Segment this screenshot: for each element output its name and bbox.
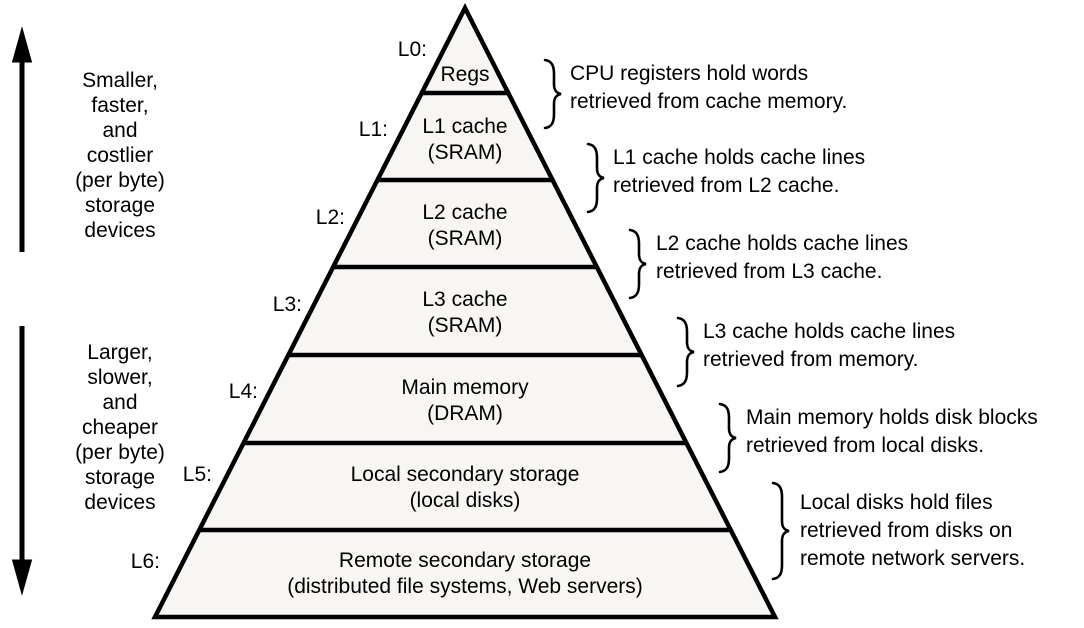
level-label-l0: L0: <box>397 38 427 61</box>
level-name-l3: L3 cache (SRAM) <box>422 288 508 337</box>
annotation-l1: L1 cache holds cache lines retrieved fro… <box>613 146 866 197</box>
annotation-l4: Main memory holds disk blocks retrieved … <box>746 406 1038 457</box>
level-label-l6: L6: <box>130 550 160 573</box>
annotation-l0: CPU registers hold words retrieved from … <box>570 62 848 113</box>
annotation-l5: Local disks hold files retrieved from di… <box>800 491 1026 570</box>
level-name-l4: Main memory (DRAM) <box>401 376 529 425</box>
pyramid-outline <box>151 3 779 620</box>
level-label-l2: L2: <box>315 206 345 229</box>
legend-larger-slower: Larger, slower, and cheaper (per byte) s… <box>75 341 165 514</box>
annotation-l3: L3 cache holds cache lines retrieved fro… <box>703 320 956 371</box>
annotation-l2: L2 cache holds cache lines retrieved fro… <box>656 232 909 283</box>
brace-icon-5 <box>771 481 790 581</box>
legend-smaller-faster: Smaller, faster, and costlier (per byte)… <box>75 69 165 242</box>
level-label-l1: L1: <box>358 118 388 141</box>
level-label-l5: L5: <box>182 463 212 486</box>
annotation-braces <box>543 58 790 581</box>
up-arrow-icon <box>11 26 33 252</box>
brace-icon-1 <box>586 142 605 214</box>
level-name-l0: Regs <box>440 63 490 86</box>
pyramid-level-dividers <box>198 90 732 533</box>
brace-icon-3 <box>676 316 695 388</box>
level-label-l3: L3: <box>272 293 302 316</box>
level-label-l4: L4: <box>228 380 258 403</box>
level-name-l6: Remote secondary storage (distributed fi… <box>287 549 643 598</box>
brace-icon-4 <box>718 402 737 474</box>
level-name-l5: Local secondary storage (local disks) <box>350 463 580 512</box>
down-arrow-icon <box>11 326 33 596</box>
brace-icon-0 <box>543 58 562 130</box>
brace-icon-2 <box>628 228 647 300</box>
level-name-l1: L1 cache (SRAM) <box>422 115 508 164</box>
level-name-l2: L2 cache (SRAM) <box>422 201 508 250</box>
